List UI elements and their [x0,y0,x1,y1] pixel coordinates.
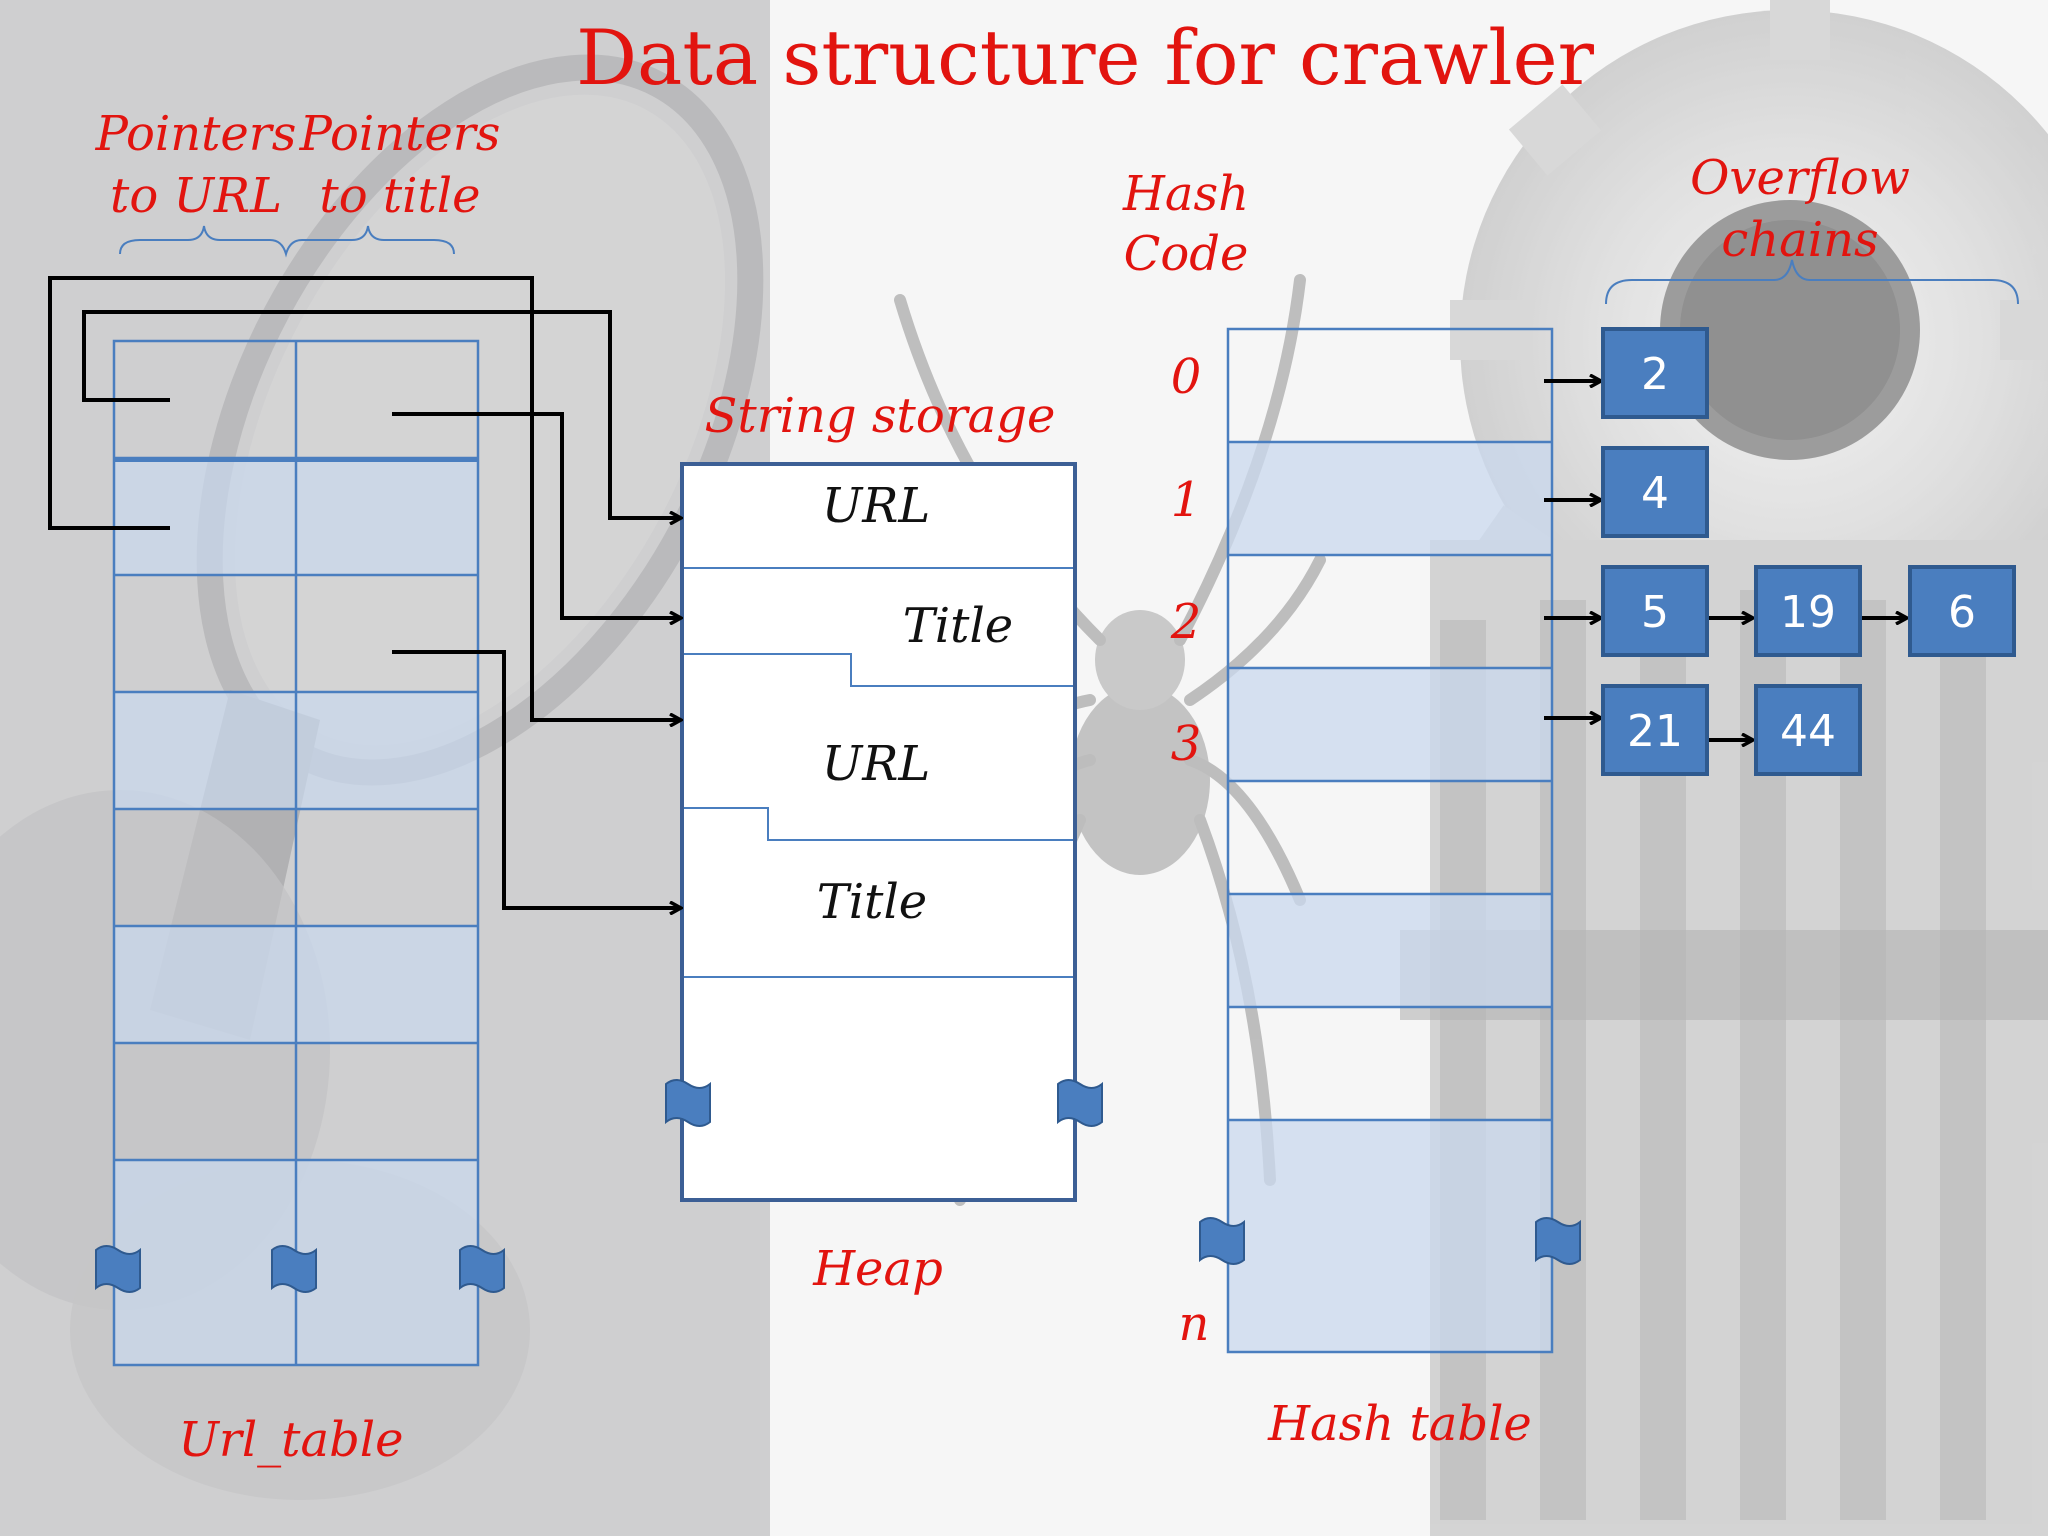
hash-code-2: 2 [1170,594,1202,650]
break-marker-icon [271,1245,317,1293]
overflow-chains-label-line1: Overflow [1690,150,1910,206]
arrow-title-ptr-row3 [392,650,680,908]
heap-box [665,462,1103,1202]
hash-table [1199,327,1581,1354]
heap-label: Heap [812,1241,943,1297]
chain-node-value: 6 [1948,587,1976,638]
hash-code-n: n [1179,1296,1210,1352]
break-marker-icon [1535,1217,1581,1265]
pointers-to-url-label-line1: Pointers [95,106,297,162]
pointers-to-title-label-line1: Pointers [299,106,501,162]
url-table-label: Url_table [178,1412,403,1468]
chain-node-value: 44 [1780,706,1836,757]
heap-entry-url-1: URL [822,478,930,534]
chain-node [1754,565,1862,657]
chain-node [1601,327,1709,419]
chain-node [1601,684,1709,776]
heap-frame [680,462,1077,1202]
arrow-url-ptr-row1 [82,310,680,518]
break-marker-icon [95,1245,141,1293]
hash-code-3: 3 [1171,716,1202,772]
hash-code-1: 1 [1171,472,1202,528]
pointers-to-title-label-line2: to title [319,168,480,224]
pointer-arrows [48,276,680,908]
hash-table-frame [1226,327,1554,1354]
arrow-url-ptr-row2 [48,276,680,720]
chain-node-value: 2 [1641,349,1669,400]
arrow-title-ptr-row1 [392,412,680,618]
chain-node [1908,565,2016,657]
hash-code-label-line2: Code [1124,226,1249,282]
hash-table-label: Hash table [1267,1396,1532,1452]
break-marker-icon [1057,1079,1103,1127]
break-marker-icon [459,1245,505,1293]
heap-entry-url-2: URL [822,736,930,792]
chain-node-value: 21 [1627,706,1683,757]
overflow-arrows [1544,381,1906,740]
page-title: Data structure for crawler [576,13,1595,102]
break-marker-icon [1199,1217,1245,1265]
hash-code-label-line1: Hash [1122,166,1249,222]
chain-node-value: 19 [1780,587,1836,638]
chain-node-value: 5 [1641,587,1669,638]
url-table-highlight-line [114,458,478,462]
chain-node [1601,565,1709,657]
chain-node [1754,684,1862,776]
hash-code-0: 0 [1171,349,1202,405]
overflow-brace [1605,259,2019,305]
heap-entry-title-2: Title [817,874,927,930]
break-marker-icon [665,1079,711,1127]
chain-node [1601,446,1709,538]
overflow-chains-label-line2: chains [1721,212,1878,268]
chain-node-value: 4 [1641,468,1669,519]
hash-table-bands [1228,442,1552,1352]
heap-entry-title-1: Title [903,598,1013,654]
pointers-to-url-label-line2: to URL [110,168,282,224]
url-table [95,339,505,1367]
string-storage-label: String storage [705,388,1056,444]
overflow-nodes [1601,327,2016,776]
pointers-brace [119,225,455,258]
